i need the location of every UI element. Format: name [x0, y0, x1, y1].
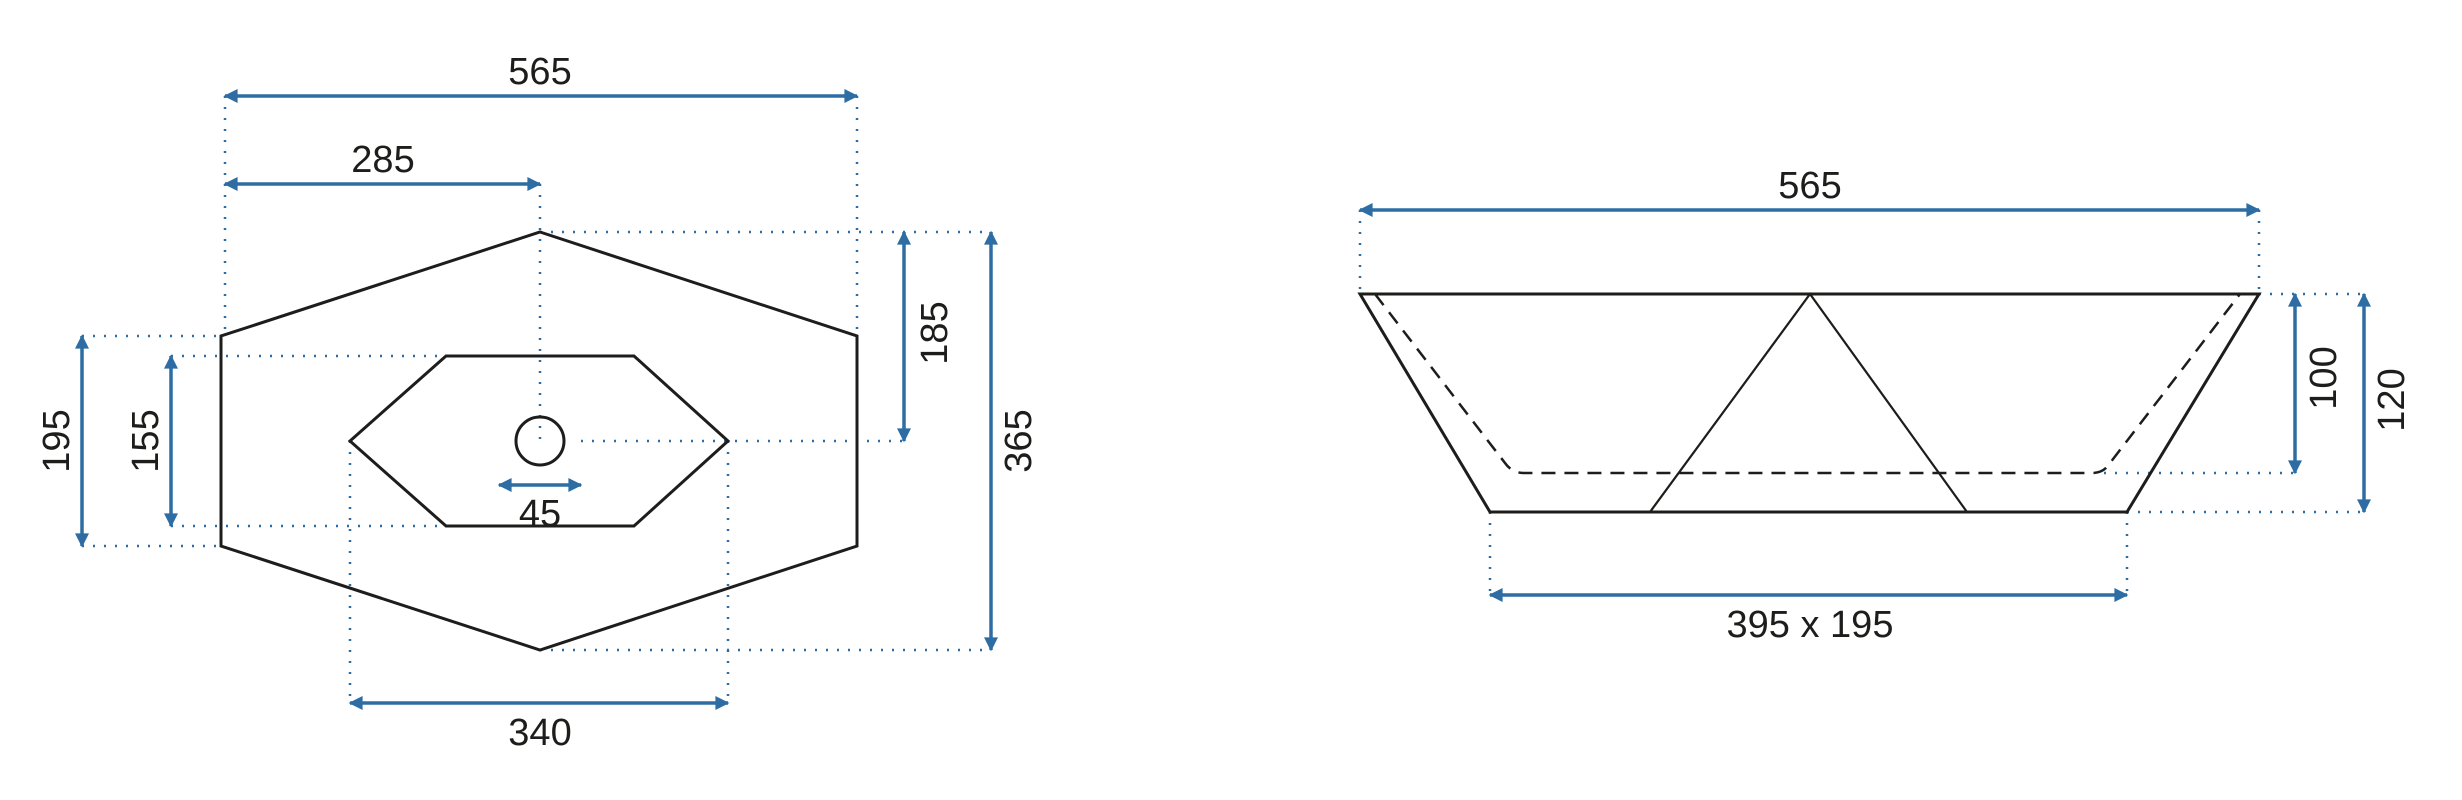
dimension-label-base: 395 x 195: [1727, 604, 1894, 646]
dimension-label-width: 565: [508, 51, 571, 93]
dimension-label-drain-offset: 285: [351, 139, 414, 181]
dimension-label-width: 565: [1778, 165, 1841, 207]
extension-lines: [82, 96, 991, 703]
basin-outer-outline: [219, 230, 859, 652]
side-view: 565 100 120 395 x 195: [1357, 165, 2413, 646]
bowl-inner-outline: [347, 354, 731, 528]
dimension-label-bowl-width: 340: [508, 712, 571, 754]
top-view: 565 285 45 195 155 185 365 340: [36, 51, 1040, 754]
dimension-label-inner-depth: 100: [2303, 346, 2345, 409]
bowl-inner-profile: [1374, 293, 2241, 475]
extension-lines: [1358, 210, 2364, 595]
dimension-label-side-outer: 195: [36, 409, 78, 472]
drain-hole: [514, 415, 566, 467]
dimension-label-height: 120: [2371, 368, 2413, 431]
decor-triangle: [1649, 292, 1968, 513]
dimension-label-drain: 45: [519, 493, 561, 535]
dimension-label-depth: 365: [998, 409, 1040, 472]
basin-side-outline: [1357, 292, 2262, 514]
dimension-label-side-inner: 155: [125, 409, 167, 472]
dimension-label-drain-to-back: 185: [914, 301, 956, 364]
